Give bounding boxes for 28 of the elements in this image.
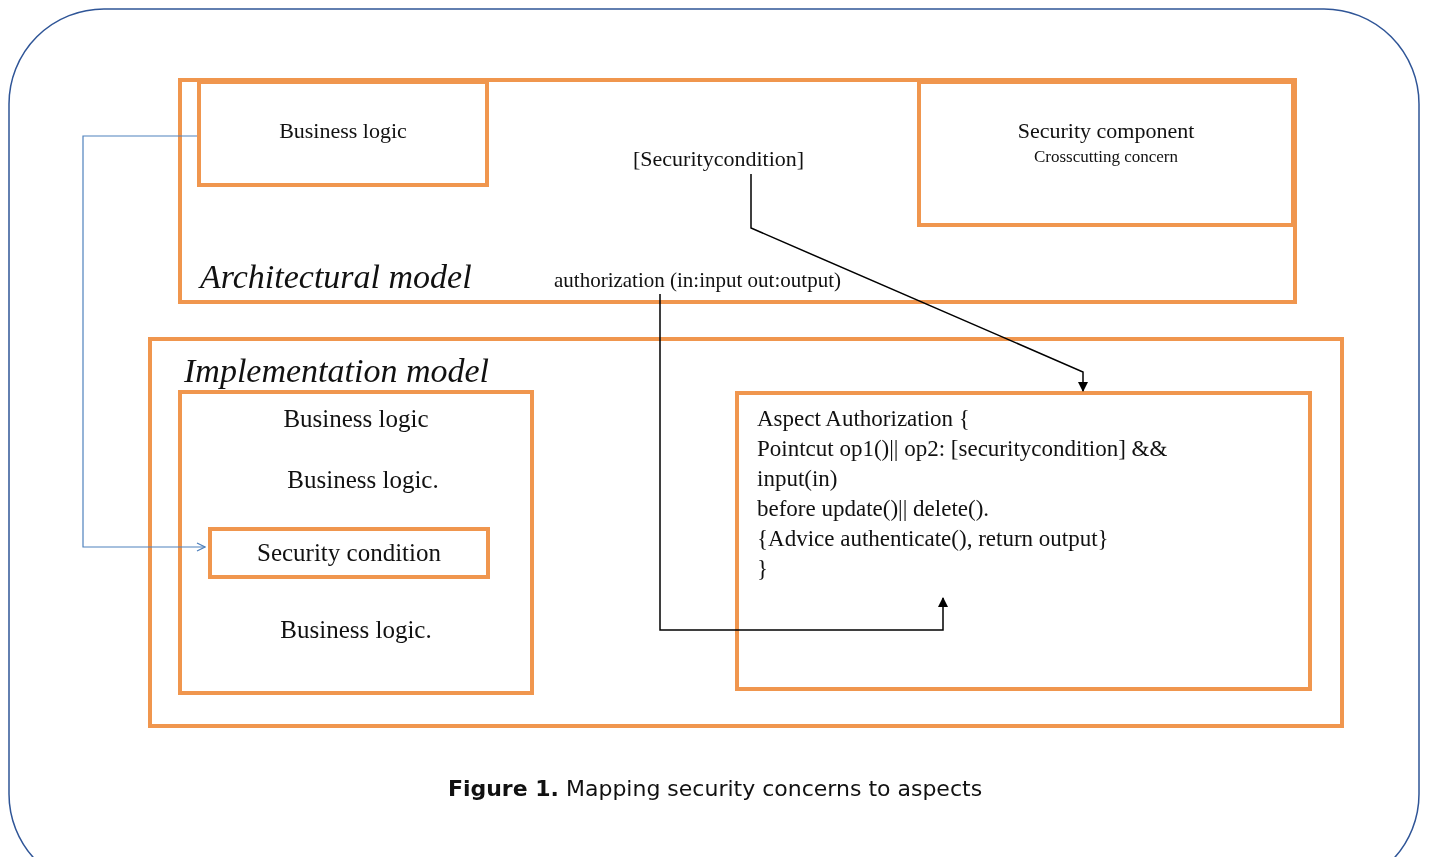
box-label: Security component (1017, 120, 1195, 142)
code-line: input(in) (757, 467, 838, 490)
code-line: before update()|| delete(). (757, 497, 990, 520)
box-label: Business logic (279, 120, 407, 142)
operation-label: authorization (in:input out:output) (554, 270, 841, 291)
box-label: Security condition (257, 540, 441, 565)
arrow (82, 135, 206, 552)
panel-heading: Implementation model (184, 354, 489, 388)
box-label: Business logic (283, 406, 429, 431)
arrow (659, 293, 948, 631)
condition-box (208, 527, 490, 579)
panel-heading: Architectural model (200, 260, 472, 294)
component-box (917, 80, 1295, 227)
code-line: {Advice authenticate(), return output} (757, 527, 1109, 550)
code-line: } (757, 557, 769, 580)
figure-caption: Figure 1. Mapping security concerns to aspects (447, 776, 983, 801)
component-box (178, 390, 534, 695)
component-box (197, 80, 489, 187)
arrow (750, 173, 1088, 392)
code-line: Pointcut op1()|| op2: [securitycondition] && (757, 437, 1168, 460)
model-panel (148, 337, 1344, 728)
model-panel (178, 78, 1297, 304)
code-box (735, 391, 1312, 691)
box-label: Business logic. (280, 617, 432, 642)
code-line: Aspect Authorization { (757, 407, 970, 430)
condition-label: [Securitycondition] (633, 148, 805, 170)
box-subtitle: Crosscutting concern (1034, 148, 1178, 165)
box-label: Business logic. (287, 467, 439, 492)
